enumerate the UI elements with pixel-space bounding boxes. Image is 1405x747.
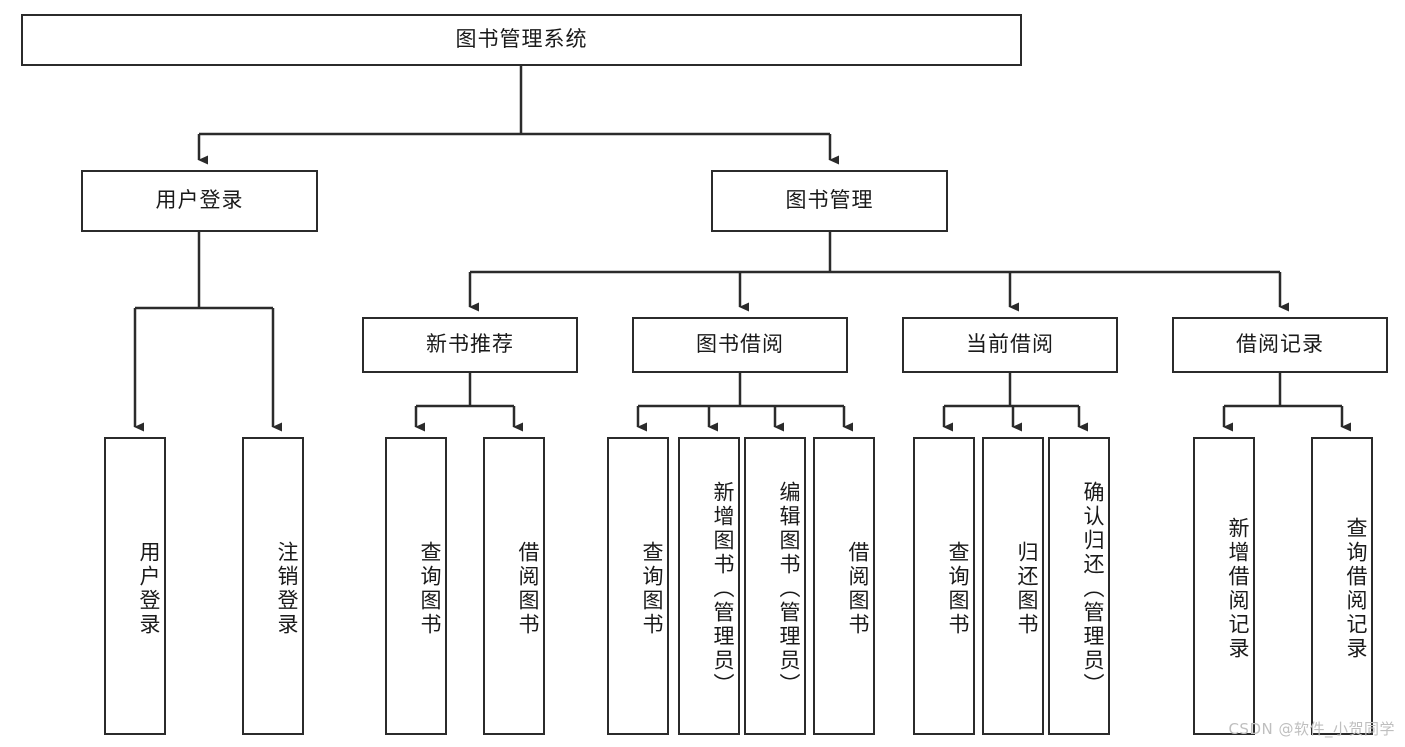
node-leaf-query-book-1-label: 查询图书 <box>418 541 442 637</box>
node-leaf-edit-book-admin-label: 编辑图书（管理员） <box>777 481 801 697</box>
node-leaf-borrow-book-2-label: 借阅图书 <box>846 541 870 637</box>
node-leaf-query-book-3[interactable]: 查询图书 <box>913 437 975 735</box>
node-leaf-user-login[interactable]: 用户登录 <box>104 437 166 735</box>
node-root[interactable]: 图书管理系统 <box>21 14 1022 66</box>
node-user-login[interactable]: 用户登录 <box>81 170 318 232</box>
node-leaf-query-book-1[interactable]: 查询图书 <box>385 437 447 735</box>
node-leaf-query-book-2[interactable]: 查询图书 <box>607 437 669 735</box>
node-leaf-query-borrow-record-label: 查询借阅记录 <box>1344 517 1368 661</box>
node-book-borrow-label: 图书借阅 <box>696 332 784 357</box>
node-leaf-query-borrow-record[interactable]: 查询借阅记录 <box>1311 437 1373 735</box>
node-user-login-label: 用户登录 <box>155 188 244 213</box>
node-new-book-recommend-label: 新书推荐 <box>426 332 514 357</box>
node-book-manage[interactable]: 图书管理 <box>711 170 948 232</box>
node-leaf-borrow-book-2[interactable]: 借阅图书 <box>813 437 875 735</box>
node-leaf-add-book-admin[interactable]: 新增图书（管理员） <box>678 437 740 735</box>
node-new-book-recommend[interactable]: 新书推荐 <box>362 317 578 373</box>
node-leaf-add-borrow-record-label: 新增借阅记录 <box>1226 517 1250 661</box>
node-leaf-query-book-2-label: 查询图书 <box>640 541 664 637</box>
node-leaf-confirm-return-admin-label: 确认归还（管理员） <box>1081 481 1105 697</box>
node-current-borrow[interactable]: 当前借阅 <box>902 317 1118 373</box>
node-leaf-return-book[interactable]: 归还图书 <box>982 437 1044 735</box>
node-book-manage-label: 图书管理 <box>785 188 874 213</box>
node-current-borrow-label: 当前借阅 <box>966 332 1054 357</box>
node-leaf-user-login-label: 用户登录 <box>137 541 161 637</box>
node-leaf-add-book-admin-label: 新增图书（管理员） <box>711 481 735 697</box>
csdn-watermark: CSDN @软件_小贺同学 <box>1228 720 1395 738</box>
node-leaf-return-book-label: 归还图书 <box>1015 541 1039 637</box>
node-borrow-record[interactable]: 借阅记录 <box>1172 317 1388 373</box>
node-leaf-edit-book-admin[interactable]: 编辑图书（管理员） <box>744 437 806 735</box>
node-root-label: 图书管理系统 <box>455 27 588 52</box>
node-leaf-logout-login-label: 注销登录 <box>275 541 299 637</box>
node-book-borrow[interactable]: 图书借阅 <box>632 317 848 373</box>
node-leaf-borrow-book-1-label: 借阅图书 <box>516 541 540 637</box>
node-leaf-query-book-3-label: 查询图书 <box>946 541 970 637</box>
node-leaf-logout-login[interactable]: 注销登录 <box>242 437 304 735</box>
node-leaf-confirm-return-admin[interactable]: 确认归还（管理员） <box>1048 437 1110 735</box>
node-leaf-add-borrow-record[interactable]: 新增借阅记录 <box>1193 437 1255 735</box>
node-borrow-record-label: 借阅记录 <box>1236 332 1324 357</box>
node-leaf-borrow-book-1[interactable]: 借阅图书 <box>483 437 545 735</box>
